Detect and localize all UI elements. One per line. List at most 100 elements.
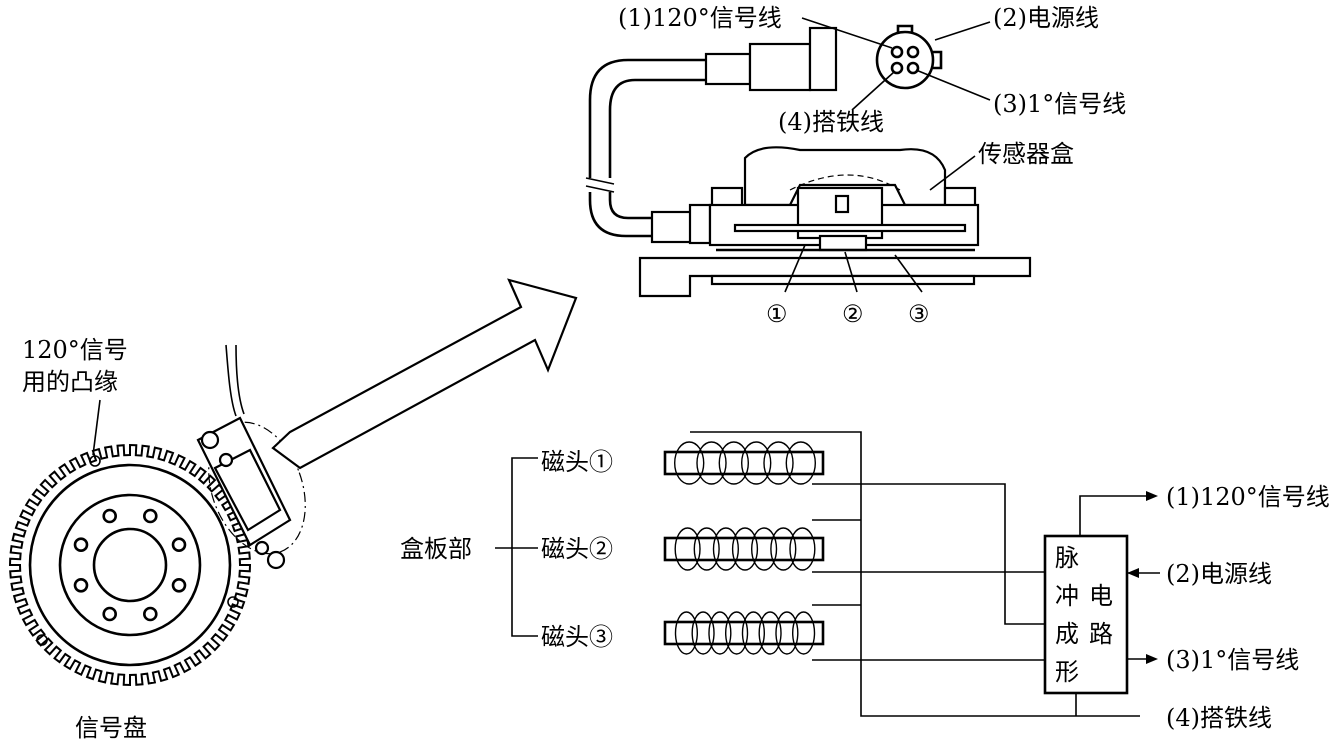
cable-inner bbox=[608, 78, 706, 178]
label-num1: ① bbox=[766, 300, 788, 328]
circuit-char-6: 形 bbox=[1055, 658, 1079, 686]
pin1-leader bbox=[801, 17, 893, 49]
coil-winding bbox=[718, 441, 749, 485]
pin3-leader bbox=[915, 69, 991, 101]
bolt-hole bbox=[171, 577, 187, 593]
gear-teeth bbox=[8, 443, 252, 687]
mount-bolt bbox=[266, 550, 286, 570]
bolt-hole bbox=[73, 577, 89, 593]
cable-outer bbox=[588, 58, 706, 178]
cover-dashed bbox=[789, 174, 901, 191]
coil-2 bbox=[663, 527, 825, 571]
label-box-board: 盒板部 bbox=[400, 535, 472, 563]
bolt-hole bbox=[102, 508, 117, 524]
coil-winding bbox=[741, 611, 765, 655]
cable-break bbox=[585, 177, 615, 193]
coil-winding bbox=[674, 441, 705, 485]
label-head1: 磁头① bbox=[541, 448, 613, 476]
plug-pin bbox=[906, 45, 920, 59]
arrow-head bbox=[1127, 568, 1139, 578]
coil-winding bbox=[731, 527, 759, 571]
cable-outer-low bbox=[588, 192, 652, 238]
signal-disc bbox=[8, 399, 252, 687]
bolt-holes bbox=[73, 508, 187, 622]
mount-bolt bbox=[254, 540, 270, 556]
coil-windings bbox=[674, 441, 816, 485]
bolt-hole bbox=[171, 537, 187, 553]
label-out-power: (2)电源线 bbox=[1166, 560, 1272, 588]
flange-hole bbox=[227, 596, 239, 608]
disc-hub-ring bbox=[58, 493, 202, 637]
label-sig1-line: (3)1°信号线 bbox=[993, 90, 1126, 118]
out-sig120-line bbox=[1079, 495, 1150, 536]
coil-3 bbox=[663, 611, 825, 655]
coil-windings bbox=[674, 527, 816, 571]
label-signal-disc: 信号盘 bbox=[75, 714, 147, 742]
label-out-ground: (4)搭铁线 bbox=[1166, 704, 1272, 732]
bolt-hole bbox=[143, 508, 158, 524]
plug-key bbox=[896, 24, 914, 32]
cable-inner-low bbox=[608, 192, 652, 220]
label-flange-line2: 用的凸缘 bbox=[22, 368, 118, 396]
label-num2: ② bbox=[842, 300, 864, 328]
plug-pin bbox=[906, 61, 920, 75]
circuit-char-1: 脉 bbox=[1055, 544, 1079, 572]
label-head3: 磁头③ bbox=[541, 623, 613, 651]
sensor-box-leader bbox=[929, 155, 976, 191]
coil-core bbox=[663, 620, 825, 646]
coil-winding bbox=[674, 611, 698, 655]
circuit-char-2: 冲 bbox=[1055, 582, 1079, 610]
num2-leader bbox=[844, 251, 858, 293]
coil-winding bbox=[741, 441, 772, 485]
label-out-sig120: (1)120°信号线 bbox=[1166, 483, 1330, 511]
mount-bolt bbox=[200, 430, 220, 450]
box-cover bbox=[743, 146, 947, 207]
num1-leader bbox=[784, 244, 806, 293]
label-ground-line: (4)搭铁线 bbox=[778, 108, 884, 136]
base-bottom bbox=[710, 274, 976, 286]
coil-winding bbox=[763, 441, 794, 485]
coil-winding bbox=[785, 441, 816, 485]
label-sig120-line: (1)120°信号线 bbox=[618, 4, 782, 32]
num3-leader bbox=[894, 254, 923, 293]
coil-winding bbox=[724, 611, 749, 655]
sensor-box-detail bbox=[585, 17, 1032, 298]
plug-face bbox=[875, 30, 935, 90]
connector-plug bbox=[808, 26, 838, 92]
label-num3: ③ bbox=[908, 300, 930, 328]
coil-winding bbox=[691, 611, 715, 655]
disc-center-hole bbox=[92, 527, 168, 603]
circuit-char-4: 成 bbox=[1055, 620, 1079, 648]
flange-hole bbox=[36, 634, 48, 646]
coil-winding bbox=[775, 611, 799, 655]
label-power-line: (2)电源线 bbox=[993, 4, 1099, 32]
coil-windings bbox=[674, 611, 816, 655]
cable-gland-nut bbox=[688, 203, 712, 245]
coil-1 bbox=[663, 441, 825, 485]
base-plate bbox=[638, 256, 1032, 298]
plug-pin bbox=[890, 61, 904, 75]
sensor-body bbox=[213, 448, 282, 532]
sensor-cable bbox=[225, 344, 237, 417]
coil-winding bbox=[789, 527, 816, 571]
cable-gland bbox=[650, 210, 694, 244]
connector-body bbox=[748, 42, 812, 92]
coil-winding bbox=[674, 527, 701, 571]
label-head2: 磁头② bbox=[541, 535, 613, 563]
inner-plate bbox=[733, 223, 967, 233]
connector-sleeve bbox=[704, 52, 752, 86]
magnet-core bbox=[834, 194, 850, 214]
coil-winding bbox=[708, 611, 732, 655]
coil-winding bbox=[693, 527, 720, 571]
label-sensor-box: 传感器盒 bbox=[978, 140, 1074, 168]
label-out-sig1: (3)1°信号线 bbox=[1166, 646, 1299, 674]
coil-winding bbox=[712, 527, 739, 571]
pin4-leader bbox=[851, 71, 895, 111]
box-board-bracket bbox=[511, 457, 538, 637]
coil-winding bbox=[750, 527, 778, 571]
coil-winding bbox=[758, 611, 782, 655]
pin2-leader bbox=[934, 21, 991, 41]
circuit-char-3: 电 bbox=[1089, 582, 1113, 610]
coil-core bbox=[663, 450, 825, 476]
